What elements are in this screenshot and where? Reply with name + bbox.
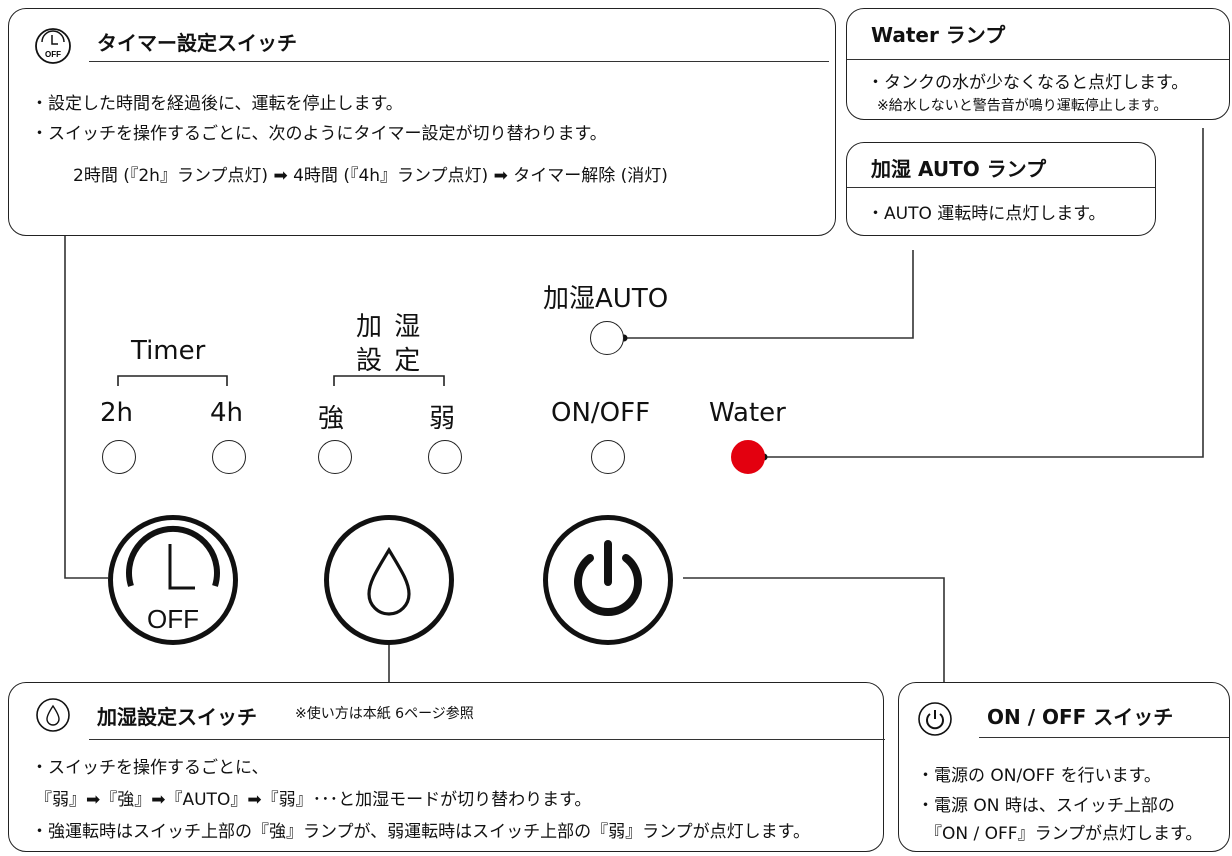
timer-off-icon: OFF [35,28,71,64]
water-lamp-box: Water ランプ ・タンクの水が少なくなると点灯します。 ※給水しないと警告音… [846,8,1230,120]
svg-text:OFF: OFF [45,50,61,59]
timer-group-label: Timer [131,336,206,366]
lamp-strong-label: 強 [318,404,345,434]
power-icon [918,702,952,736]
power-desc-2: ・電源 ON 時は、スイッチ上部の [917,796,1175,816]
humid-box-title: 加湿設定スイッチ [97,705,257,729]
auto-lamp [590,321,624,355]
lamp-strong [318,440,352,474]
lamp-weak [428,440,462,474]
water-drop-icon [36,698,70,732]
humid-desc-2: 『弱』➡『強』➡『AUTO』➡『弱』･･･と加湿モードが切り替わります。 [35,790,592,810]
power-title-underline [979,737,1229,738]
lamp-onoff [591,440,625,474]
humid-desc-1: ・スイッチを操作するごとに、 [31,758,269,778]
power-icon [574,540,642,616]
lamp-4h-label: 4h [210,398,244,428]
auto-desc: ・AUTO 運転時に点灯します。 [867,204,1106,224]
humid-title-underline [89,739,885,740]
timer-desc-2: ・スイッチを操作するごとに、次のようにタイマー設定が切り替わります。 [31,124,607,144]
power-desc-1: ・電源の ON/OFF を行います。 [917,766,1161,786]
lamp-2h-label: 2h [100,398,134,428]
water-drop-icon [367,546,411,616]
power-desc-3: 『ON / OFF』ランプが点灯します。 [925,824,1203,844]
timer-title-underline [89,61,829,62]
lamp-weak-label: 弱 [429,404,456,434]
water-title-underline [847,59,1229,60]
lamp-water [731,440,765,474]
timer-box-title: タイマー設定スイッチ [97,31,297,55]
lamp-water-label: Water [709,398,786,428]
humid-group-label-top: 加 湿 [356,312,423,342]
timer-info-box: OFF タイマー設定スイッチ ・設定した時間を経過後に、運転を停止します。 ・ス… [8,8,836,236]
power-switch-box: ON / OFF スイッチ ・電源の ON/OFF を行います。 ・電源 ON … [898,682,1230,852]
water-box-title: Water ランプ [871,23,1006,47]
lamp-onoff-label: ON/OFF [551,398,651,428]
timer-button[interactable]: OFF [108,515,238,645]
power-button[interactable] [543,515,673,645]
humid-setting-box: 加湿設定スイッチ ※使い方は本紙 6ページ参照 ・スイッチを操作するごとに、 『… [8,682,885,852]
lamp-4h [212,440,246,474]
humid-desc-3: ・強運転時はスイッチ上部の『強』ランプが、弱運転時はスイッチ上部の『弱』ランプが… [31,822,810,842]
timer-off-icon: OFF [126,525,220,634]
timer-flow: 2時間 (『2h』ランプ点灯) ➡ 4時間 (『4h』ランプ点灯) ➡ タイマー… [73,166,668,186]
water-note: ※給水しないと警告音が鳴り運転停止します。 [877,98,1168,114]
humid-box-note: ※使い方は本紙 6ページ参照 [295,706,474,722]
power-box-title: ON / OFF スイッチ [987,705,1174,729]
humidity-button[interactable] [324,515,454,645]
timer-desc-1: ・設定した時間を経過後に、運転を停止します。 [31,94,403,114]
humid-group-label-bottom: 設 定 [356,346,423,376]
auto-lamp-box: 加湿 AUTO ランプ ・AUTO 運転時に点灯します。 [846,142,1156,236]
auto-title-underline [847,187,1155,188]
svg-text:OFF: OFF [147,604,199,634]
auto-box-title: 加湿 AUTO ランプ [871,157,1047,181]
water-desc: ・タンクの水が少なくなると点灯します。 [867,73,1189,93]
auto-label: 加湿AUTO [543,284,669,314]
lamp-2h [102,440,136,474]
